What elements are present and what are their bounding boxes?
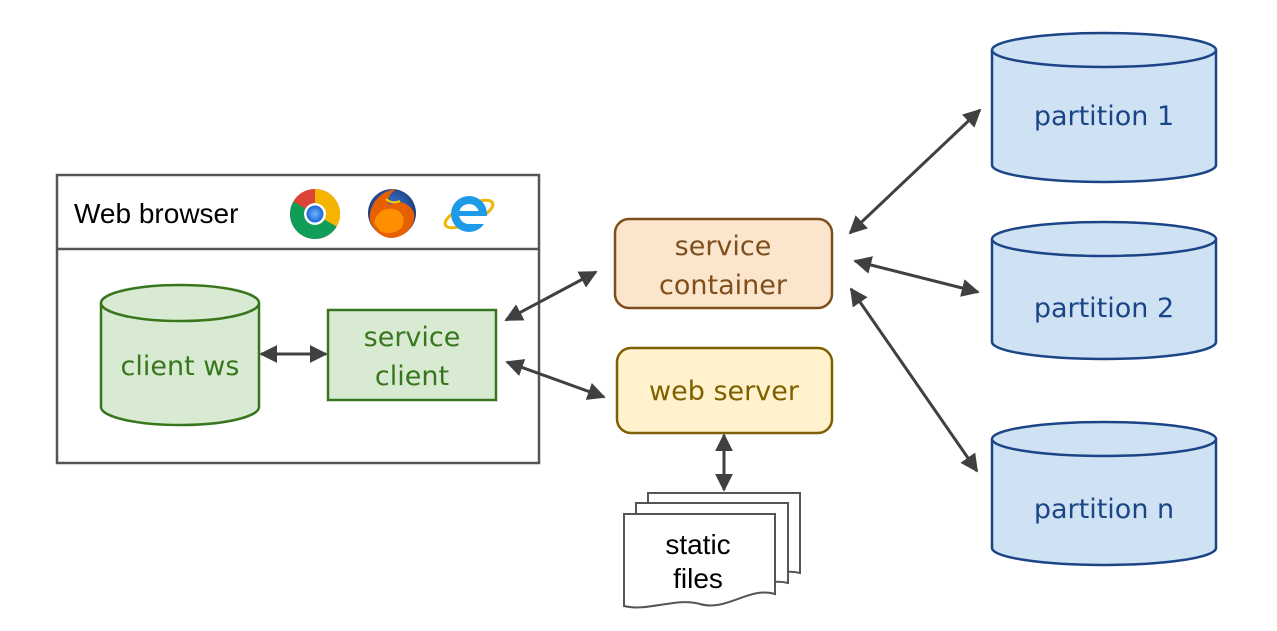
service-container-label-line2: container [659,270,788,301]
service-client-box: service client [326,308,498,402]
arrow-service-container-partition-1 [848,108,982,235]
partition-n-database: partition n [990,420,1218,567]
service-client-label-line2: client [375,361,449,392]
service-container-label-line1: service [675,231,772,262]
static-files-documents: static files [623,492,801,609]
partition-1-database: partition 1 [990,31,1218,184]
partition-1-label: partition 1 [1034,101,1174,132]
client-ws-label: client ws [121,351,240,382]
connection-arrows [259,108,982,492]
arrow-service-client-service-container [504,270,598,322]
arrow-service-container-partition-n [849,287,979,473]
service-client-label-line1: service [364,322,461,353]
arrow-service-client-web-server [505,359,606,400]
static-files-label-line2: files [673,563,723,594]
service-container-box: service container [613,217,834,310]
web-server-box: web server [615,346,834,435]
partition-2-label: partition 2 [1034,293,1174,324]
static-files-label-line1: static [665,529,730,560]
firefox-icon [368,189,416,238]
arrow-service-container-partition-2 [853,256,980,297]
client-ws-database: client ws [99,283,261,427]
internet-explorer-icon [443,196,495,232]
partition-2-database: partition 2 [990,220,1218,361]
partition-n-label: partition n [1034,494,1174,525]
chrome-icon [290,189,340,239]
web-browser-title: Web browser [74,198,238,229]
web-server-label: web server [649,376,800,407]
